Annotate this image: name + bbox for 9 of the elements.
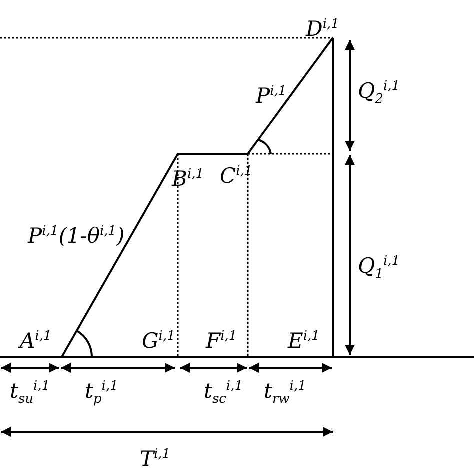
point-label: G$^{i,1}$	[142, 330, 176, 352]
point-label: B$^{i,1}$	[172, 168, 204, 190]
point-label: E$^{i,1}$	[288, 330, 320, 352]
point-label: A$^{i,1}$	[20, 330, 52, 352]
point-label: D$^{i,1}$	[306, 18, 340, 40]
slope-label: P$^{i,1}$(1-θ$^{i,1}$)	[28, 225, 125, 247]
point-label: F$^{i,1}$	[206, 330, 238, 352]
duration-label: T$^{i,1}$	[140, 448, 171, 470]
slope-label: P$^{i,1}$	[256, 85, 287, 107]
